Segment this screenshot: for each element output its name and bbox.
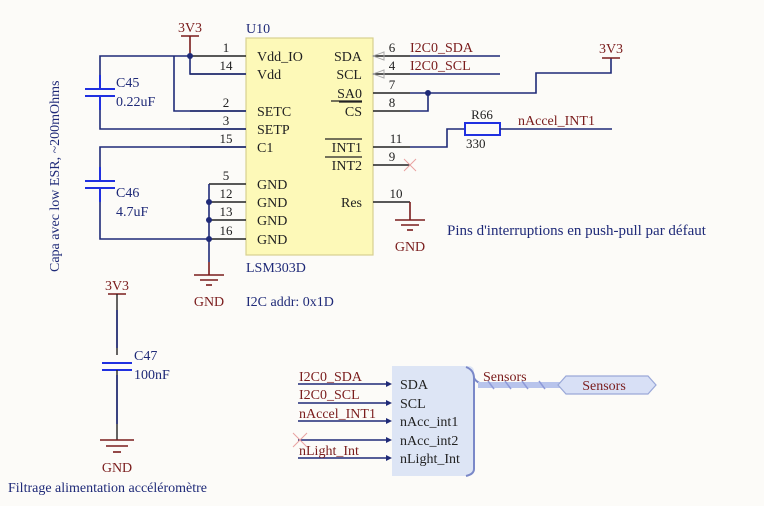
io-arrow-icon: [371, 51, 385, 61]
net-label-sda: I2C0_SDA: [410, 41, 474, 56]
pin-name: CS: [345, 105, 362, 120]
junction: [425, 90, 431, 96]
interrupt-note: Pins d'interruptions en push-pull par dé…: [447, 223, 707, 239]
pin-number: 13: [220, 204, 233, 219]
bus-entry-bracket: [465, 366, 475, 477]
r66-designator: R66: [471, 107, 493, 122]
junction: [206, 199, 212, 205]
bus-label: Sensors: [483, 370, 527, 385]
c45-value: 0.22uF: [116, 95, 156, 110]
pin-name: SETP: [257, 123, 290, 138]
sheet-port: nAcc_int2: [400, 434, 458, 449]
r66-value: 330: [466, 136, 486, 151]
capacitor-c46[interactable]: [85, 167, 115, 202]
right-pin-lines: [373, 55, 410, 203]
ic-designator: U10: [246, 22, 270, 37]
sheet-input-net: nLight_Int: [299, 444, 359, 459]
pin-name: SA0: [337, 87, 362, 102]
pin-number: 5: [223, 168, 230, 183]
pin-number: 6: [389, 40, 396, 55]
pin-number: 1: [223, 40, 230, 55]
power-label-3v3: 3V3: [105, 279, 129, 294]
bus-hatch: [487, 380, 546, 390]
pin-number: 8: [389, 95, 396, 110]
pin-number: 2: [223, 95, 230, 110]
resistor-r66[interactable]: [464, 122, 501, 136]
pin-name: C1: [257, 141, 273, 156]
capacitor-c47[interactable]: [102, 362, 132, 371]
sheet-port: nLight_Int: [400, 452, 460, 467]
no-connect-icon: [292, 432, 308, 448]
sheet-symbol[interactable]: [392, 366, 474, 476]
ground-icon: [100, 439, 134, 453]
pin-name: Res: [341, 196, 362, 211]
sheet-port: SDA: [400, 378, 429, 393]
sheet-input-net: nAccel_INT1: [299, 407, 376, 422]
pin-number: 15: [220, 131, 233, 146]
no-connect-icon: [403, 158, 417, 172]
c46-value: 4.7uF: [116, 205, 149, 220]
junction: [206, 236, 212, 242]
gnd-label: GND: [194, 295, 224, 310]
pin-name: GND: [257, 196, 287, 211]
gnd-label: GND: [395, 240, 425, 255]
c47-designator: C47: [134, 349, 157, 364]
gnd-label: GND: [102, 461, 132, 476]
sheet-port: nAcc_int1: [400, 415, 458, 430]
pin-name: GND: [257, 178, 287, 193]
capacitor-c45[interactable]: [85, 75, 115, 110]
pin-number: 16: [220, 223, 234, 238]
pin-name: SDA: [334, 50, 363, 65]
pin-name: GND: [257, 214, 287, 229]
pin-name: GND: [257, 233, 287, 248]
ground-icon: [395, 219, 425, 231]
pin-name: SETC: [257, 105, 291, 120]
sheet-input-net: I2C0_SDA: [299, 370, 363, 385]
sheet-input-net: I2C0_SCL: [299, 388, 360, 403]
pin-number: 10: [390, 186, 403, 201]
c45-designator: C45: [116, 76, 139, 91]
filter-note: Filtrage alimentation accéléromètre: [8, 481, 207, 496]
pin-number: 3: [223, 113, 230, 128]
sensors-port[interactable]: [557, 375, 657, 395]
ic-i2c-address-note: I2C addr: 0x1D: [246, 295, 334, 310]
pin-name: Vdd_IO: [257, 50, 303, 65]
pin-name: Vdd: [257, 68, 281, 83]
cap-esr-note: Capa avec low ESR, ~200mOhms: [48, 81, 63, 273]
pin-name: INT1: [332, 141, 362, 156]
sheet-port: SCL: [400, 397, 426, 412]
junction: [206, 217, 212, 223]
pin-number: 12: [220, 186, 233, 201]
pin-number: 4: [389, 58, 396, 73]
c46-designator: C46: [116, 186, 139, 201]
pin-number: 7: [389, 77, 396, 92]
c47-value: 100nF: [134, 368, 170, 383]
sensors-port-label: Sensors: [582, 379, 626, 394]
net-label-int1: nAccel_INT1: [518, 114, 595, 129]
power-label-3v3: 3V3: [178, 21, 202, 36]
ic-part-number: LSM303D: [246, 261, 306, 276]
power-label-3v3: 3V3: [599, 42, 623, 57]
ic-body[interactable]: [245, 37, 374, 256]
sheet-input-lines: [298, 381, 392, 461]
pin-number: 11: [390, 131, 403, 146]
net-label-scl: I2C0_SCL: [410, 59, 471, 74]
ground-icon: [194, 274, 224, 286]
io-arrow-icon: [371, 69, 385, 79]
pin-name: INT2: [332, 159, 362, 174]
pin-number: 14: [220, 58, 234, 73]
pin-name: SCL: [336, 68, 362, 83]
pin-number: 9: [389, 149, 396, 164]
